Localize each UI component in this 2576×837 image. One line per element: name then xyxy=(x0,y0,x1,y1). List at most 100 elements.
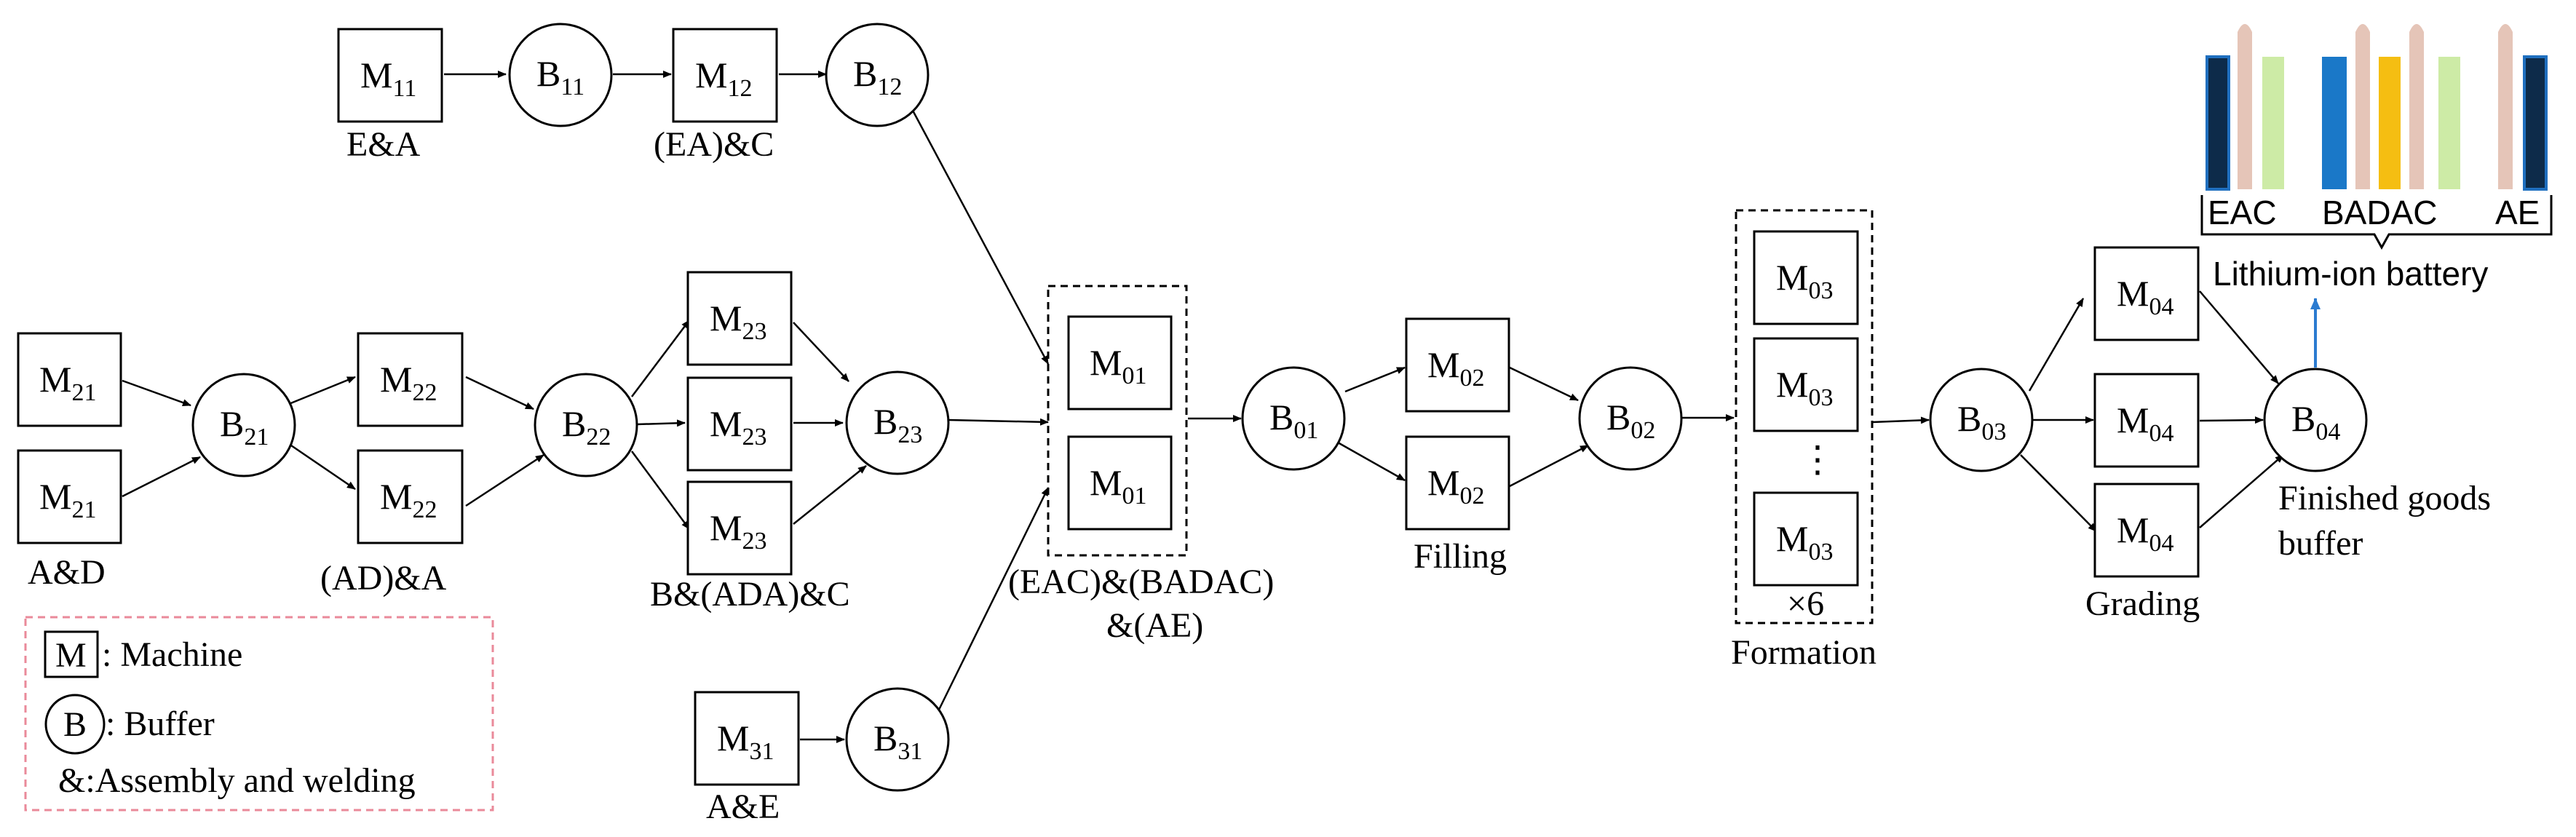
svg-text:M: M xyxy=(55,636,87,675)
svg-text:M12: M12 xyxy=(695,55,752,102)
svg-text:M04: M04 xyxy=(2117,400,2173,447)
battery-badac-separator-1 xyxy=(2355,24,2370,189)
machine-m03-2: M03 xyxy=(1753,337,1859,432)
buffer-b01: B01 xyxy=(1241,366,1346,471)
formation-ellipsis: ⋮ xyxy=(1799,439,1836,480)
machine-m21-top: M21 xyxy=(17,332,122,427)
machine-m01-top: M01 xyxy=(1067,315,1173,410)
svg-text:M03: M03 xyxy=(1776,518,1833,566)
svg-text:M02: M02 xyxy=(1427,462,1484,509)
svg-text:M11: M11 xyxy=(360,55,416,102)
svg-text:M31: M31 xyxy=(717,718,774,765)
svg-text:M21: M21 xyxy=(39,476,96,523)
machine-m04-3: M04 xyxy=(2093,483,2200,578)
buffer-b31: B31 xyxy=(845,687,950,792)
svg-text:M22: M22 xyxy=(380,476,437,523)
machine-m01-bottom: M01 xyxy=(1067,435,1173,531)
machine-m02-top: M02 xyxy=(1405,317,1510,413)
label-finished-buffer: buffer xyxy=(2278,524,2363,563)
svg-text:: Buffer: : Buffer xyxy=(106,705,215,743)
formation-multiplier: ×6 xyxy=(1787,584,1824,623)
svg-text:M02: M02 xyxy=(1427,344,1484,392)
buffer-b21: B21 xyxy=(191,373,296,477)
svg-text:B: B xyxy=(63,705,87,744)
formation-group-frame xyxy=(1735,209,1874,624)
battery-badac-separator-2 xyxy=(2409,24,2424,189)
label-finished-goods: Finished goods xyxy=(2278,479,2491,517)
svg-text:M03: M03 xyxy=(1776,257,1833,304)
label-formation: Formation xyxy=(1731,633,1876,672)
battery-eac-electrode-dark xyxy=(2206,55,2230,191)
buffer-b03: B03 xyxy=(1929,368,2034,472)
legend-buffer-symbol xyxy=(44,694,106,755)
machine-m03-1: M03 xyxy=(1753,230,1859,325)
svg-text:B03: B03 xyxy=(1957,398,2006,445)
battery-ae-separator xyxy=(2498,24,2513,189)
machine-m11: M11 xyxy=(337,28,443,123)
legend-machine-symbol xyxy=(44,630,99,678)
legend: M : Machine B : Buffer &:Assembly and we… xyxy=(24,616,494,812)
battery-brace xyxy=(2200,195,2553,250)
battery-group-badac: BADAC xyxy=(2322,194,2437,231)
svg-text:B11: B11 xyxy=(536,53,584,100)
machine-m03-3: M03 xyxy=(1753,491,1859,587)
svg-text:M23: M23 xyxy=(710,507,766,555)
label-b-ada-c: B&(ADA)&C xyxy=(650,575,850,614)
svg-text:B02: B02 xyxy=(1606,397,1655,444)
svg-text:B23: B23 xyxy=(873,401,922,448)
battery-group-ae: AE xyxy=(2495,194,2540,231)
svg-text:M21: M21 xyxy=(39,359,96,406)
buffer-b23: B23 xyxy=(845,370,950,475)
battery-ae-electrode-dark xyxy=(2523,55,2548,191)
buffer-b02: B02 xyxy=(1578,366,1683,471)
buffer-b11: B11 xyxy=(508,23,613,127)
svg-text:B21: B21 xyxy=(220,403,269,451)
svg-text:M01: M01 xyxy=(1090,342,1146,389)
label-ad-a: (AD)&A xyxy=(320,559,447,598)
machine-m12: M12 xyxy=(672,28,778,123)
svg-text:M04: M04 xyxy=(2117,509,2173,557)
machine-m02-bottom: M02 xyxy=(1405,435,1510,531)
label-ae: A&E xyxy=(706,788,780,826)
machine-m04-1: M04 xyxy=(2093,246,2200,341)
buffer-b22: B22 xyxy=(534,373,638,477)
svg-text:B31: B31 xyxy=(873,718,922,765)
label-eac-badac-ae: &(AE) xyxy=(1106,606,1203,645)
svg-text:B12: B12 xyxy=(853,53,902,100)
svg-text:M03: M03 xyxy=(1776,364,1833,411)
label-ea-c: (EA)&C xyxy=(654,125,774,164)
battery-group-eac: EAC xyxy=(2208,194,2277,231)
label-grading: Grading xyxy=(2085,584,2200,623)
machine-m04-2: M04 xyxy=(2093,373,2200,468)
svg-text:M23: M23 xyxy=(710,403,766,451)
edges xyxy=(122,71,2284,743)
machine-m22-top: M22 xyxy=(357,332,464,427)
svg-text:B01: B01 xyxy=(1269,397,1318,444)
legend-assembly: &:Assembly and welding xyxy=(58,761,416,800)
label-filling: Filling xyxy=(1414,537,1507,576)
battery-badac-electrode-green xyxy=(2438,57,2460,189)
machine-m23-1: M23 xyxy=(686,271,793,366)
battery-caption: Lithium-ion battery xyxy=(2213,255,2488,293)
svg-text:: Machine: : Machine xyxy=(102,635,242,674)
machine-m23-3: M23 xyxy=(686,480,793,576)
svg-text:B04: B04 xyxy=(2291,398,2340,445)
label-ad: A&D xyxy=(28,553,106,592)
legend-frame xyxy=(24,616,494,812)
machine-m23-2: M23 xyxy=(686,376,793,472)
label-ea: E&A xyxy=(346,125,421,164)
battery-eac-separator xyxy=(2238,24,2252,189)
assembly-group-frame xyxy=(1047,285,1188,557)
machine-m31: M31 xyxy=(694,691,800,786)
battery-illustration: EAC BADAC AE Lithium-ion battery xyxy=(2200,24,2553,368)
svg-text:M22: M22 xyxy=(380,359,437,406)
buffer-b04: B04 xyxy=(2263,368,2368,472)
battery-badac-electrode-yellow xyxy=(2379,57,2401,189)
label-eac-badac: (EAC)&(BADAC) xyxy=(1008,563,1274,601)
svg-text:M01: M01 xyxy=(1090,462,1146,509)
svg-text:B22: B22 xyxy=(562,403,611,451)
battery-badac-electrode-blue xyxy=(2322,57,2347,189)
svg-text:M04: M04 xyxy=(2117,273,2173,320)
